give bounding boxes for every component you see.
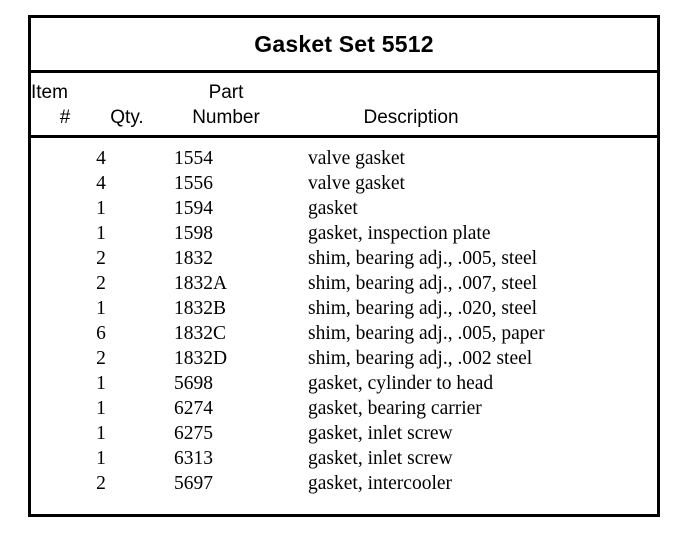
cell-description: valve gasket	[308, 173, 405, 194]
table-row: 2 1832A shim, bearing adj., .007, steel	[31, 271, 657, 296]
table-title-band: Gasket Set 5512	[31, 18, 657, 73]
cell-part-number: 6313	[174, 448, 213, 469]
cell-part-number: 1832A	[174, 273, 228, 294]
cell-qty: 2	[96, 473, 106, 494]
cell-description: shim, bearing adj., .005, paper	[308, 323, 545, 344]
cell-description: gasket, inspection plate	[308, 223, 491, 244]
cell-qty: 1	[96, 298, 106, 319]
cell-qty: 4	[96, 148, 106, 169]
cell-description: shim, bearing adj., .007, steel	[308, 273, 538, 294]
table-row: 4 1556 valve gasket	[31, 171, 657, 196]
cell-part-number: 5697	[174, 473, 213, 494]
cell-description: gasket, inlet screw	[308, 448, 453, 469]
cell-description: gasket, cylinder to head	[308, 373, 494, 394]
table-header-row: Item # Qty. Part Number Description	[31, 73, 657, 138]
cell-description: shim, bearing adj., .005, steel	[308, 248, 538, 269]
table-row: 4 1554 valve gasket	[31, 146, 657, 171]
table-row: 1 1598 gasket, inspection plate	[31, 221, 657, 246]
cell-qty: 1	[96, 198, 106, 219]
cell-qty: 1	[96, 423, 106, 444]
cell-description: shim, bearing adj., .002 steel	[308, 348, 533, 369]
cell-part-number: 1598	[174, 223, 213, 244]
cell-part-number: 1556	[174, 173, 213, 194]
table-row: 2 5697 gasket, intercooler	[31, 471, 657, 496]
cell-part-number: 1554	[174, 148, 213, 169]
cell-part-number: 1832C	[174, 323, 227, 344]
cell-part-number: 1594	[174, 198, 213, 219]
cell-qty: 4	[96, 173, 106, 194]
cell-description: shim, bearing adj., .020, steel	[308, 298, 538, 319]
column-header-part-line1: Part	[208, 82, 244, 103]
cell-part-number: 1832D	[174, 348, 228, 369]
table-row: 1 1594 gasket	[31, 196, 657, 221]
column-header-qty: Qty.	[110, 107, 144, 128]
cell-qty: 1	[96, 373, 106, 394]
cell-description: gasket, inlet screw	[308, 423, 453, 444]
cell-qty: 2	[96, 248, 106, 269]
cell-description: valve gasket	[308, 148, 405, 169]
column-header-item-line2: #	[59, 107, 71, 128]
column-header-item-line1: Item	[31, 82, 68, 103]
cell-qty: 1	[96, 398, 106, 419]
table-row: 1 6313 gasket, inlet screw	[31, 446, 657, 471]
table-row: 2 1832D shim, bearing adj., .002 steel	[31, 346, 657, 371]
cell-qty: 2	[96, 348, 106, 369]
table-row: 1 6274 gasket, bearing carrier	[31, 396, 657, 421]
parts-list-table: Gasket Set 5512 Item # Qty. Part Number …	[28, 15, 660, 517]
cell-qty: 6	[96, 323, 106, 344]
table-body: 4 1554 valve gasket 4 1556 valve gasket 1 1594 g…	[31, 138, 657, 514]
cell-description: gasket, intercooler	[308, 473, 453, 494]
column-header-description: Description	[363, 107, 459, 128]
cell-part-number: 6275	[174, 423, 213, 444]
cell-qty: 1	[96, 223, 106, 244]
cell-part-number: 6274	[174, 398, 213, 419]
cell-description: gasket	[308, 198, 358, 219]
cell-description: gasket, bearing carrier	[308, 398, 482, 419]
column-header-part-line2: Number	[192, 107, 260, 128]
table-row: 6 1832C shim, bearing adj., .005, paper	[31, 321, 657, 346]
cell-part-number: 1832B	[174, 298, 227, 319]
cell-part-number: 5698	[174, 373, 213, 394]
table-row: 1 6275 gasket, inlet screw	[31, 421, 657, 446]
cell-qty: 2	[96, 273, 106, 294]
cell-qty: 1	[96, 448, 106, 469]
cell-part-number: 1832	[174, 248, 213, 269]
page-title: Gasket Set 5512	[254, 30, 434, 57]
table-row: 2 1832 shim, bearing adj., .005, steel	[31, 246, 657, 271]
table-row: 1 1832B shim, bearing adj., .020, steel	[31, 296, 657, 321]
table-row: 1 5698 gasket, cylinder to head	[31, 371, 657, 396]
